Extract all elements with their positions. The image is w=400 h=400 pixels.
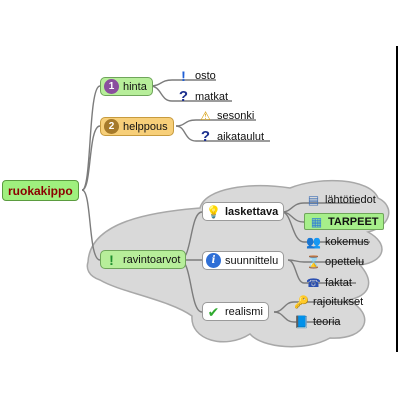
leaf-aikataulut[interactable]: ? aikataulut (198, 128, 264, 145)
leaf-rajoitukset-label: rajoitukset (313, 295, 364, 308)
warning-icon: ⚠ (200, 108, 211, 123)
sub-realismi[interactable]: ✔ realismi (202, 302, 269, 321)
leaf-rajoitukset[interactable]: 🔑 rajoitukset (294, 293, 363, 310)
checkmark-icon: ✔ (207, 303, 220, 320)
priority-2-icon: 2 (104, 119, 119, 134)
leaf-sesonki[interactable]: ⚠ sesonki (198, 107, 254, 124)
leaf-osto-label: osto (195, 69, 216, 82)
leaf-sesonki-label: sesonki (217, 109, 255, 122)
branch-helppous-label: helppous (123, 120, 168, 133)
book-icon: 📘 (294, 314, 309, 329)
leaf-opettelu-label: opettelu (325, 255, 365, 268)
question-icon: ? (200, 128, 211, 145)
hourglass-icon: ⌛ (306, 254, 321, 269)
sub-laskettava[interactable]: 💡 laskettava (202, 202, 285, 221)
phone-icon: ☎ (306, 275, 321, 290)
exclamation-icon: ! (181, 67, 186, 84)
branch-hinta-label: hinta (123, 80, 147, 93)
leaf-matkat[interactable]: ? matkat (176, 88, 228, 105)
leaf-osto[interactable]: ! osto (176, 67, 216, 84)
key-icon: 🔑 (294, 294, 309, 309)
leaf-opettelu[interactable]: ⌛ opettelu (306, 253, 364, 270)
branch-ravintoarvot-label: ravintoarvot (123, 253, 181, 266)
priority-1-icon: 1 (104, 79, 119, 94)
root-label: ruokakippo (8, 183, 73, 198)
root-node[interactable]: ruokakippo (2, 180, 79, 201)
leaf-teoria[interactable]: 📘 teoria (294, 313, 341, 330)
exclamation-icon: ! (109, 251, 114, 268)
sub-suunnittelu-label: suunnittelu (225, 254, 279, 267)
divider-line (396, 46, 398, 352)
info-icon: i (206, 253, 221, 268)
leaf-lahtotiedot-label: lähtötiedot (325, 193, 376, 206)
leaf-faktat[interactable]: ☎ faktat (306, 274, 352, 291)
leaf-aikataulut-label: aikataulut (217, 130, 265, 143)
sub-realismi-label: realismi (225, 305, 263, 318)
branch-ravintoarvot[interactable]: ! ravintoarvot (100, 250, 187, 269)
people-icon: 👥 (306, 234, 321, 249)
leaf-tarpeet[interactable]: ▦ TARPEET (304, 213, 384, 230)
leaf-kokemus[interactable]: 👥 kokemus (306, 233, 369, 250)
leaf-teoria-label: teoria (313, 315, 341, 328)
leaf-tarpeet-label: TARPEET (328, 215, 379, 228)
lightbulb-icon: 💡 (206, 204, 221, 219)
question-icon: ? (178, 88, 189, 105)
leaf-kokemus-label: kokemus (325, 235, 370, 248)
document-icon: ▤ (307, 192, 320, 207)
sub-laskettava-label: laskettava (225, 205, 279, 218)
branch-hinta[interactable]: 1 hinta (100, 77, 153, 96)
leaf-faktat-label: faktat (325, 276, 352, 289)
branch-helppous[interactable]: 2 helppous (100, 117, 174, 136)
leaf-lahtotiedot[interactable]: ▤ lähtötiedot (306, 191, 376, 208)
sub-suunnittelu[interactable]: i suunnittelu (202, 251, 285, 270)
leaf-matkat-label: matkat (195, 90, 229, 103)
table-icon: ▦ (310, 214, 323, 229)
